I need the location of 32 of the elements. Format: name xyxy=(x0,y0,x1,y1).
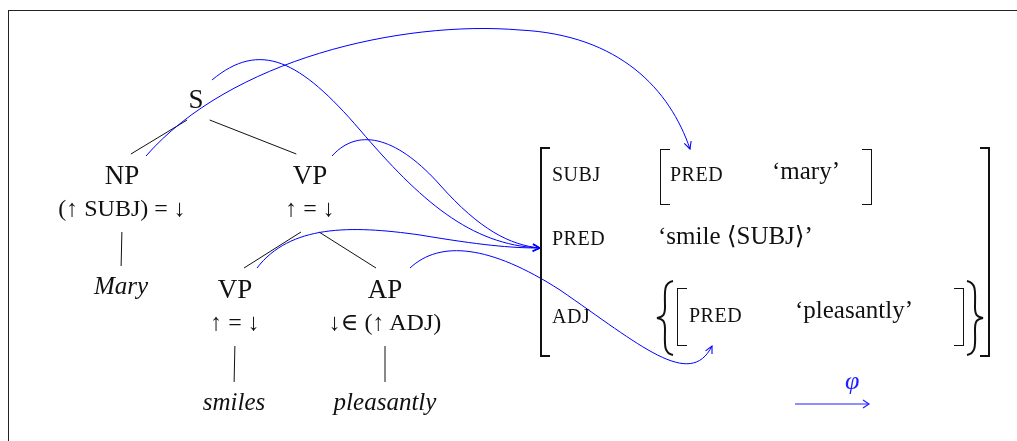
correspondence-arrow xyxy=(145,28,692,157)
tree-branch-line xyxy=(384,345,386,383)
tree-branch-line xyxy=(209,119,297,155)
category-label: VP xyxy=(292,159,328,192)
attribute-label: PRED xyxy=(670,163,724,186)
value-text: ‘mary’ xyxy=(772,157,841,185)
tree-branch-line xyxy=(130,119,188,155)
word-text: pleasantly xyxy=(333,387,437,417)
tree-branch-line xyxy=(243,231,302,269)
word-text: smiles xyxy=(202,387,266,417)
attribute-label: PRED xyxy=(552,227,606,250)
value-text: ‘pleasantly’ xyxy=(795,296,913,324)
category-label: S xyxy=(188,83,204,116)
category-label: AP xyxy=(367,273,403,306)
category-label: VP xyxy=(217,273,253,306)
value-text: ‘smile ⟨SUBJ⟩’ xyxy=(658,221,813,250)
annotation-text: ↓∈ (↑ ADJ) xyxy=(328,308,442,337)
annotation-text: ↑ = ↓ xyxy=(285,194,335,223)
attribute-label: ADJ xyxy=(552,305,591,328)
attribute-label: PRED xyxy=(689,304,743,327)
annotation-text: ↑ = ↓ xyxy=(210,308,260,337)
annotation-text: (↑ SUBJ) = ↓ xyxy=(58,194,186,223)
mapping-symbol: φ xyxy=(845,366,860,396)
correspondence-arrow xyxy=(409,250,713,365)
correspondence-arrow xyxy=(331,139,541,252)
tree-branch-line xyxy=(318,231,377,269)
word-text: Mary xyxy=(93,271,149,301)
tree-branch-line xyxy=(233,345,236,383)
tree-branch-line xyxy=(120,231,123,267)
attribute-label: SUBJ xyxy=(552,163,601,186)
category-label: NP xyxy=(104,159,140,192)
correspondence-arrow xyxy=(256,229,541,269)
